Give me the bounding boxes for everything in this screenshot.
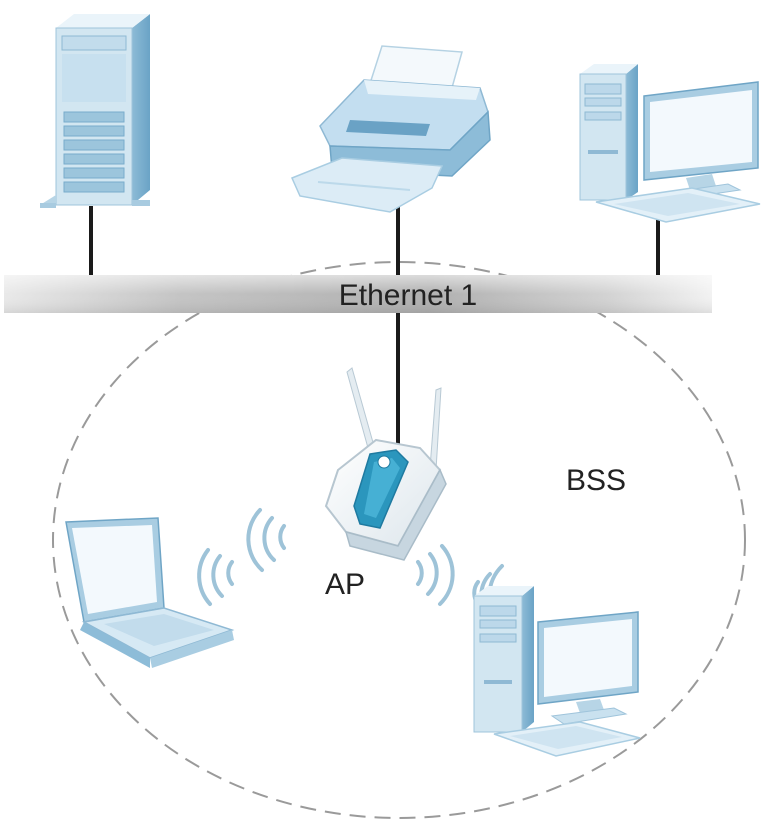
wires	[89, 198, 660, 445]
printer-icon	[290, 45, 491, 213]
ethernet-label: Ethernet 1	[339, 279, 477, 312]
access-point-icon	[324, 367, 447, 561]
wireless-signal-icon	[197, 508, 286, 606]
bss-label: BSS	[566, 464, 626, 497]
ethernet-bus: Ethernet 1	[4, 275, 712, 313]
ap-label: AP	[325, 568, 365, 601]
desktop-computer-icon	[579, 64, 761, 223]
desktop-computer-icon	[473, 586, 641, 757]
laptop-icon	[65, 517, 235, 668]
server-icon	[40, 14, 150, 208]
bss-coverage-circle	[52, 261, 746, 819]
